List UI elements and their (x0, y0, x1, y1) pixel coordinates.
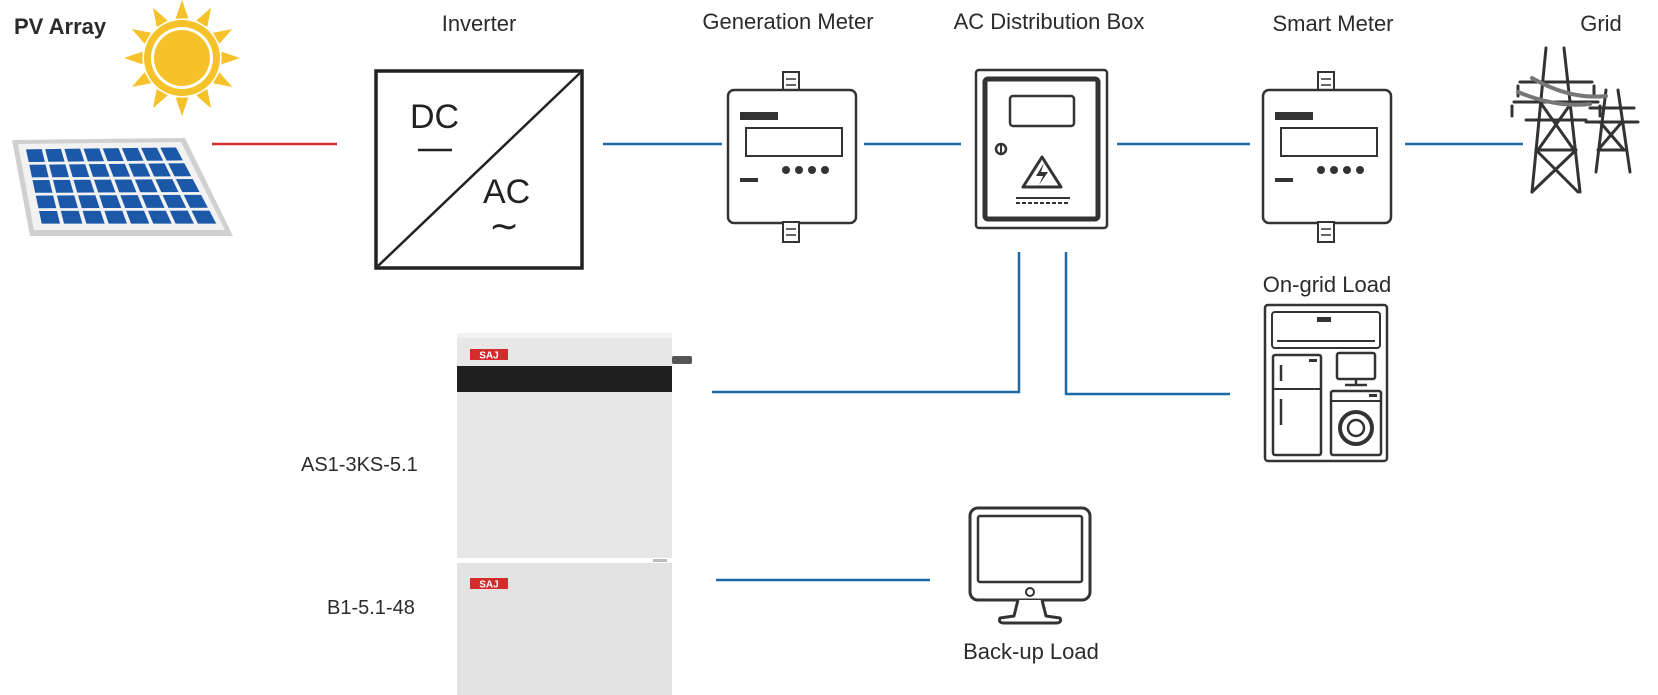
solar-cell (162, 194, 187, 208)
sun-ray (213, 72, 233, 87)
solar-cell (191, 210, 217, 224)
solar-cell (120, 195, 143, 208)
battery-brand-bottom: SAJ (479, 580, 498, 591)
solar-cell (45, 148, 65, 162)
solar-cell (147, 210, 172, 224)
solar-cell (49, 164, 70, 178)
sun-ray (196, 7, 211, 27)
solar-cell (26, 149, 45, 162)
solar-cell (68, 164, 90, 178)
pv-array-label: PV Array (14, 14, 107, 39)
solar-cell (88, 164, 110, 177)
solar-cell (148, 163, 171, 177)
battery-brand-top: SAJ (479, 351, 498, 362)
solar-cell (134, 179, 158, 193)
solar-cell (29, 164, 49, 178)
on-grid-load-icon (1263, 303, 1389, 463)
sun-ray (153, 89, 168, 109)
sun-ray (153, 7, 168, 27)
backup-load-label: Back-up Load (963, 639, 1099, 664)
solar-cell (155, 179, 179, 193)
inverter-label: Inverter (441, 11, 517, 36)
solar-cell (141, 147, 164, 161)
solar-cell (82, 210, 105, 224)
distribution-box-to-battery-line (712, 252, 1021, 394)
sun-ray (221, 51, 240, 65)
solar-cell (169, 210, 194, 224)
inverter-icon: DC AC ∼ (374, 69, 584, 270)
solar-cell (121, 147, 144, 161)
connection-lines (212, 142, 1523, 582)
solar-cell (108, 163, 131, 177)
ac-wave-icon: ∼ (489, 205, 519, 246)
solar-cell (35, 195, 57, 209)
sun-icon (124, 0, 240, 116)
solar-cell (56, 195, 78, 209)
ac-distribution-box-icon (974, 68, 1109, 230)
solar-cell (73, 179, 95, 193)
inverter-dc-label: DC (410, 98, 459, 136)
sun-ray (213, 29, 233, 44)
solar-cell (168, 163, 192, 177)
sun-ray (131, 29, 151, 44)
grid-label: Grid (1580, 11, 1622, 36)
smart-meter-label: Smart Meter (1272, 11, 1394, 36)
solar-cell (141, 195, 165, 208)
solar-cell (175, 179, 200, 193)
solar-cell (53, 179, 74, 193)
transmission-tower-icon (1510, 46, 1640, 194)
solar-cell (78, 195, 100, 209)
battery-stack-icon: SAJ SAJ (457, 333, 692, 695)
solar-cell (32, 180, 53, 193)
generation-meter-label: Generation Meter (702, 9, 874, 34)
solar-cell (83, 148, 105, 162)
solar-cell (160, 147, 183, 161)
sun-ray (175, 97, 189, 116)
sun-ray (196, 89, 211, 109)
ac-distribution-box-label: AC Distribution Box (953, 9, 1145, 34)
backup-load-monitor-icon (968, 506, 1092, 625)
generation-meter-icon (726, 71, 858, 243)
distribution-box-to-on-grid-load-line (1064, 252, 1230, 396)
sun-ray (131, 72, 151, 87)
battery-module-bottom-label: B1-5.1-48 (327, 597, 415, 619)
sun-ray (175, 0, 189, 19)
solar-cell (126, 210, 150, 224)
smart-meter-icon (1261, 71, 1393, 243)
battery-module-top-label: AS1-3KS-5.1 (301, 454, 418, 476)
inverter-ac-label: AC (483, 173, 530, 211)
solar-cell (60, 210, 83, 224)
solar-cell (39, 210, 61, 224)
solar-cell (104, 210, 127, 224)
solar-cell (99, 195, 122, 209)
solar-cell (93, 179, 116, 193)
sun-ray (124, 51, 143, 65)
solar-cell (114, 179, 137, 193)
solar-cell (102, 148, 124, 162)
on-grid-load-label: On-grid Load (1262, 272, 1392, 297)
solar-cell (128, 163, 151, 177)
solar-cell (64, 148, 85, 162)
solar-cell (183, 194, 208, 208)
solar-panel-icon (12, 138, 233, 236)
